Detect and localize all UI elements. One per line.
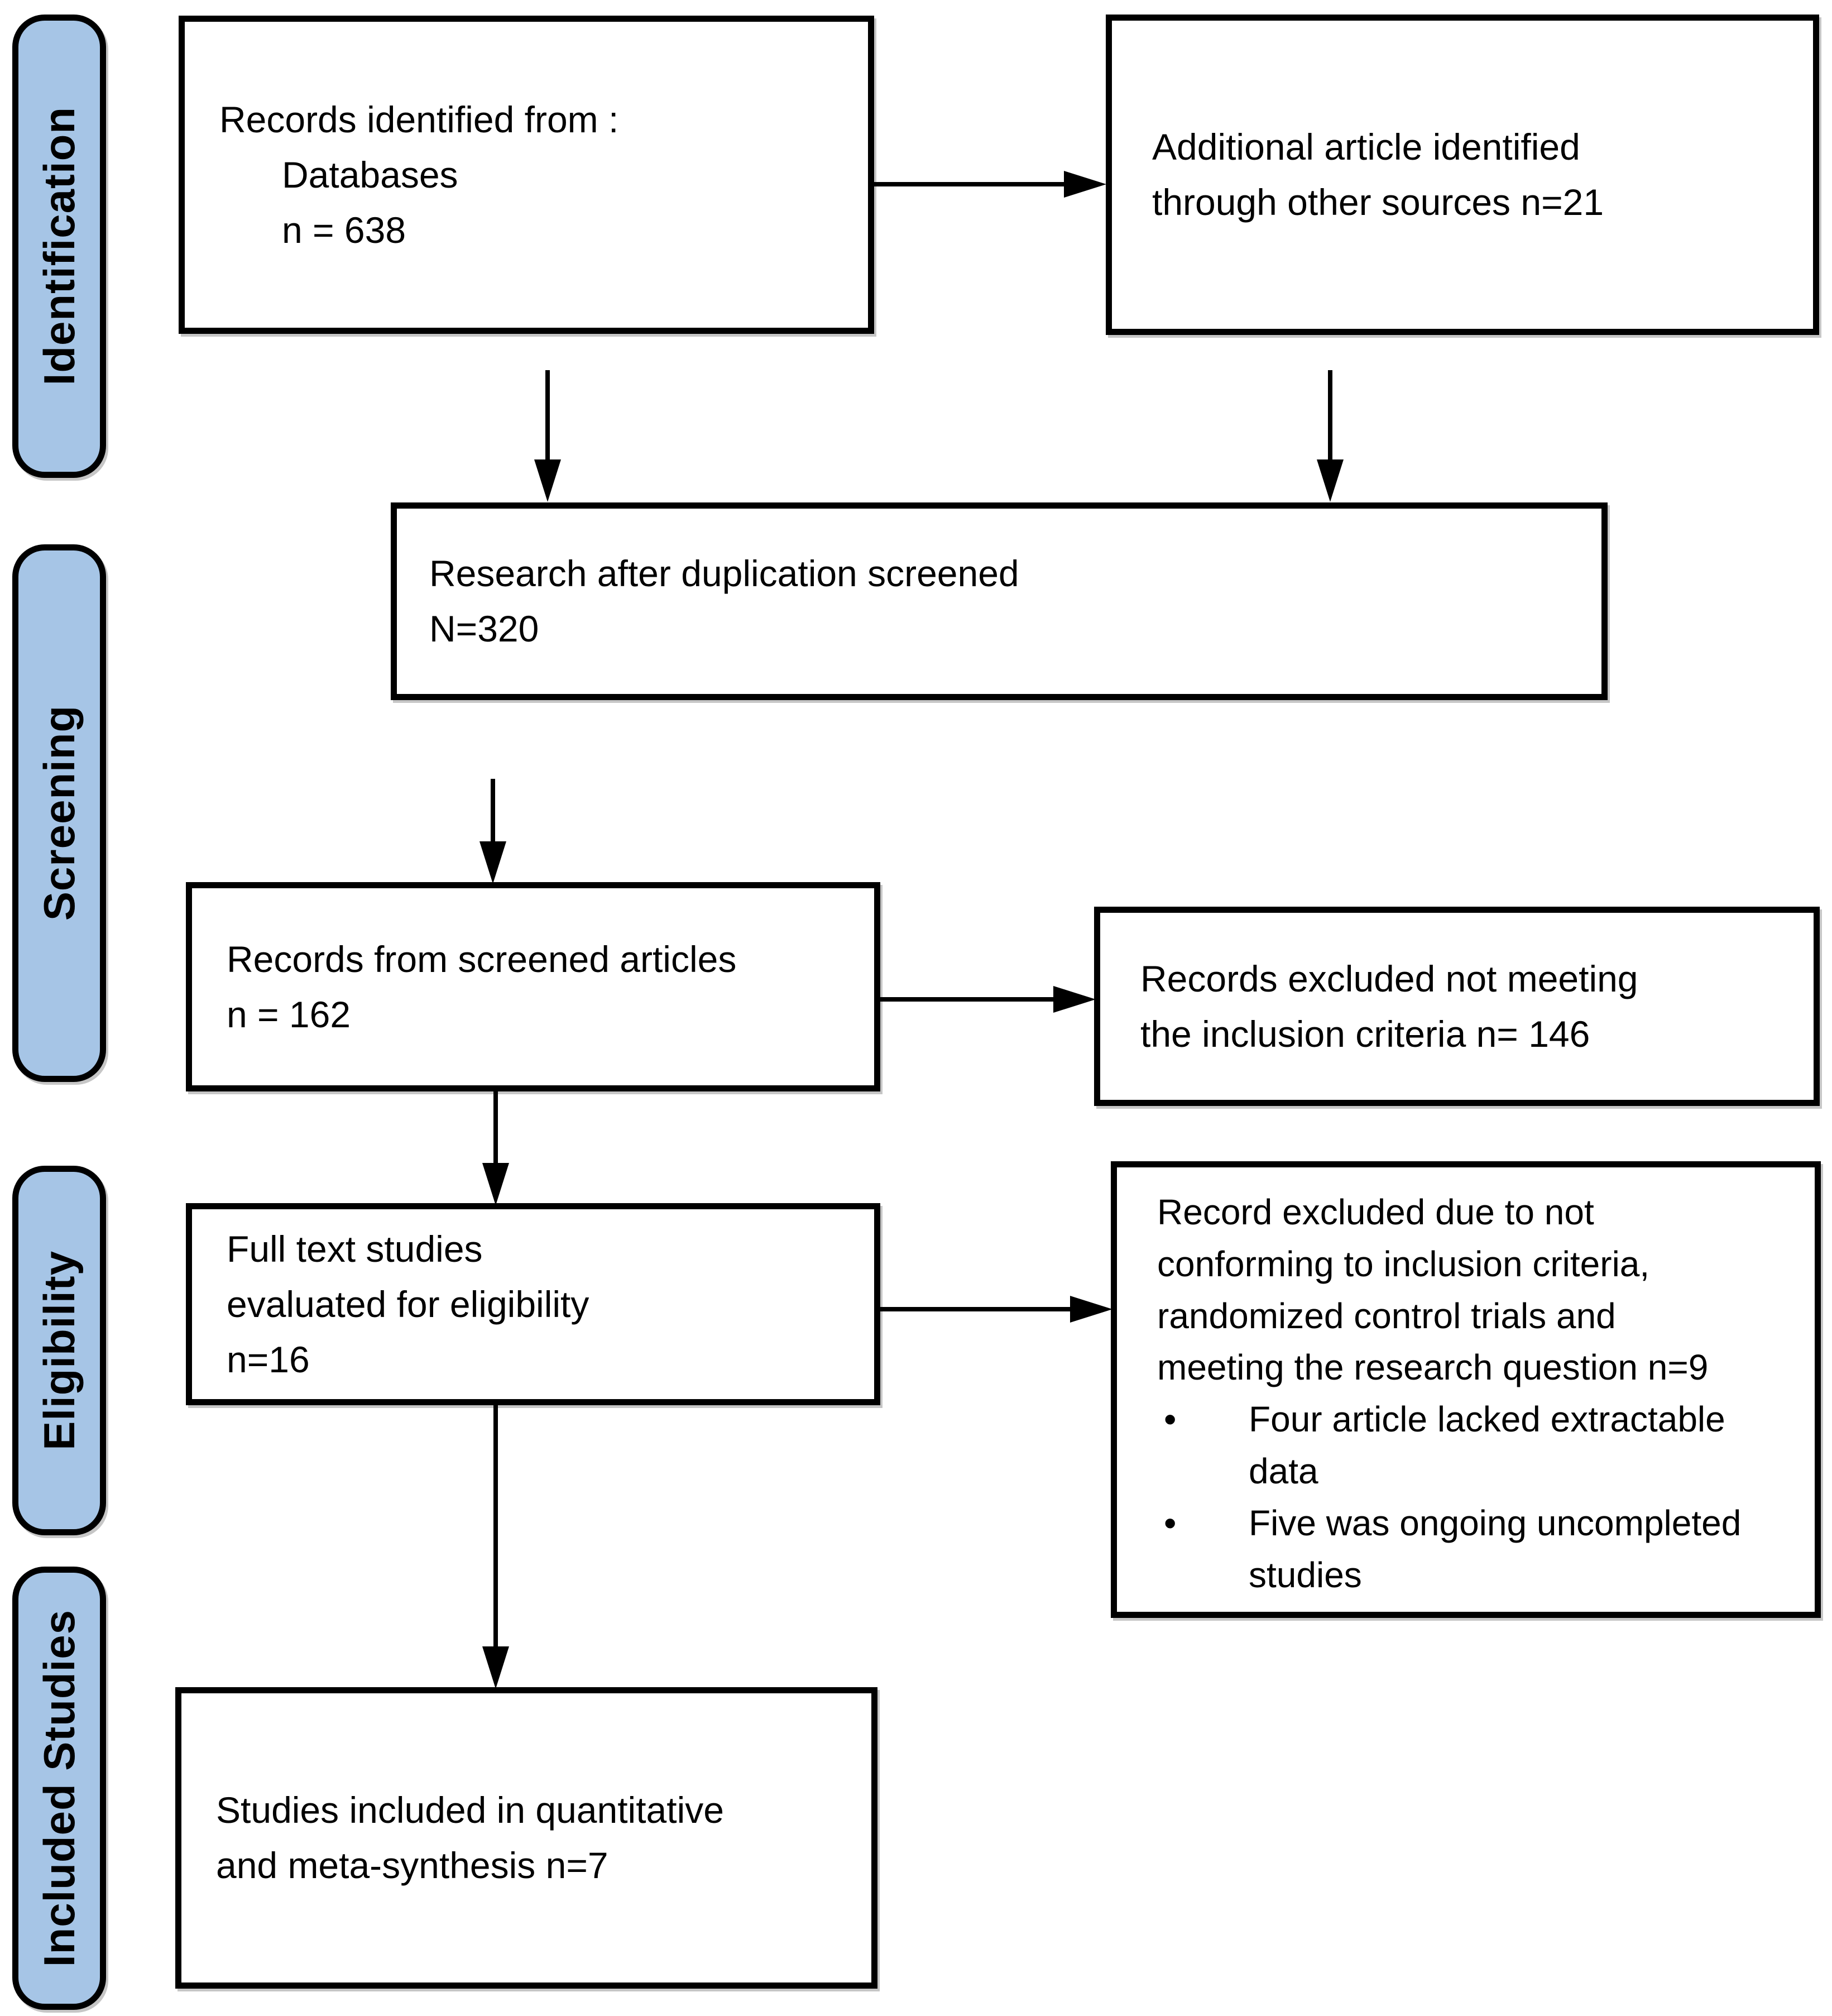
box-text-line: Research after duplication screened [429, 553, 1019, 594]
box-text-line: and meta-synthesis n=7 [216, 1845, 608, 1886]
bullet-text-line: data [1249, 1450, 1318, 1491]
sidebar-stage-identification: Identification [12, 15, 106, 478]
arrowhead-down-icon [482, 1163, 509, 1205]
bullet-text-line: Five was ongoing uncompleted [1249, 1502, 1742, 1543]
arrowhead-right-icon [1070, 1296, 1112, 1323]
arrow-line [880, 1307, 1070, 1311]
box-text-line: Record excluded due to not [1157, 1192, 1594, 1232]
box-text-line: n = 638 [282, 209, 406, 251]
arrowhead-down-icon [1317, 459, 1344, 502]
arrowhead-right-icon [1053, 986, 1096, 1013]
box-text-line: Records excluded not meeting [1140, 957, 1638, 999]
box-text-line: through other sources n=21 [1152, 181, 1604, 223]
bullet-item: • Five was ongoing uncompleted studies [1157, 1497, 1793, 1601]
box-text-line: Studies included in quantitative [216, 1789, 724, 1831]
bullet-text-line: studies [1249, 1554, 1362, 1595]
box-included-studies: Studies included in quantitative and met… [175, 1687, 877, 1989]
box-after-duplication: Research after duplication screened N=32… [391, 502, 1608, 700]
box-text-line: Records from screened articles [227, 938, 737, 980]
box-text-line: N=320 [429, 608, 539, 649]
box-text-line: meeting the research question n=9 [1157, 1347, 1709, 1388]
box-text-line: Full text studies [227, 1228, 483, 1270]
box-records-excluded: Records excluded not meeting the inclusi… [1094, 907, 1820, 1106]
arrow-line [491, 779, 495, 841]
arrow-line [880, 997, 1053, 1002]
stage-label-included-studies: Included Studies [34, 1609, 84, 1967]
box-text-line: randomized control trials and [1157, 1295, 1616, 1336]
arrowhead-down-icon [479, 841, 506, 884]
arrow-line [493, 1405, 498, 1646]
box-text-line: conforming to inclusion criteria, [1157, 1243, 1650, 1284]
bullet-item: • Four article lacked extractable data [1157, 1394, 1793, 1497]
box-full-text-excluded: Record excluded due to not conforming to… [1111, 1161, 1821, 1618]
box-full-text: Full text studies evaluated for eligibil… [186, 1203, 880, 1405]
arrowhead-down-icon [482, 1646, 509, 1689]
box-text-line: the inclusion criteria n= 146 [1140, 1013, 1590, 1055]
arrowhead-down-icon [534, 459, 561, 502]
stage-label-eligibility: Eligibility [34, 1251, 84, 1450]
box-records-identified: Records identified from : Databases n = … [179, 16, 874, 334]
box-text-line: n = 162 [227, 993, 351, 1035]
arrow-line [545, 370, 550, 459]
arrow-line [874, 182, 1064, 186]
stage-label-identification: Identification [34, 107, 84, 386]
bullet-icon: • [1164, 1399, 1177, 1440]
arrowhead-right-icon [1064, 171, 1106, 198]
box-text-line: Databases [282, 154, 458, 195]
box-text-line: n=16 [227, 1338, 310, 1380]
box-text-line: evaluated for eligibility [227, 1283, 589, 1325]
bullet-icon: • [1164, 1502, 1177, 1543]
sidebar-stage-eligibility: Eligibility [12, 1166, 106, 1535]
sidebar-stage-screening: Screening [12, 544, 106, 1082]
box-additional-articles: Additional article identified through ot… [1106, 15, 1819, 335]
box-records-screened: Records from screened articles n = 162 [186, 882, 880, 1091]
bullet-text-line: Four article lacked extractable [1249, 1399, 1725, 1440]
arrow-line [1328, 370, 1332, 459]
box-text-line: Records identified from : [219, 98, 619, 140]
box-text-line: Additional article identified [1152, 126, 1580, 167]
arrow-line [493, 1091, 498, 1163]
stage-label-screening: Screening [34, 705, 84, 921]
sidebar-stage-included-studies: Included Studies [12, 1567, 106, 2010]
